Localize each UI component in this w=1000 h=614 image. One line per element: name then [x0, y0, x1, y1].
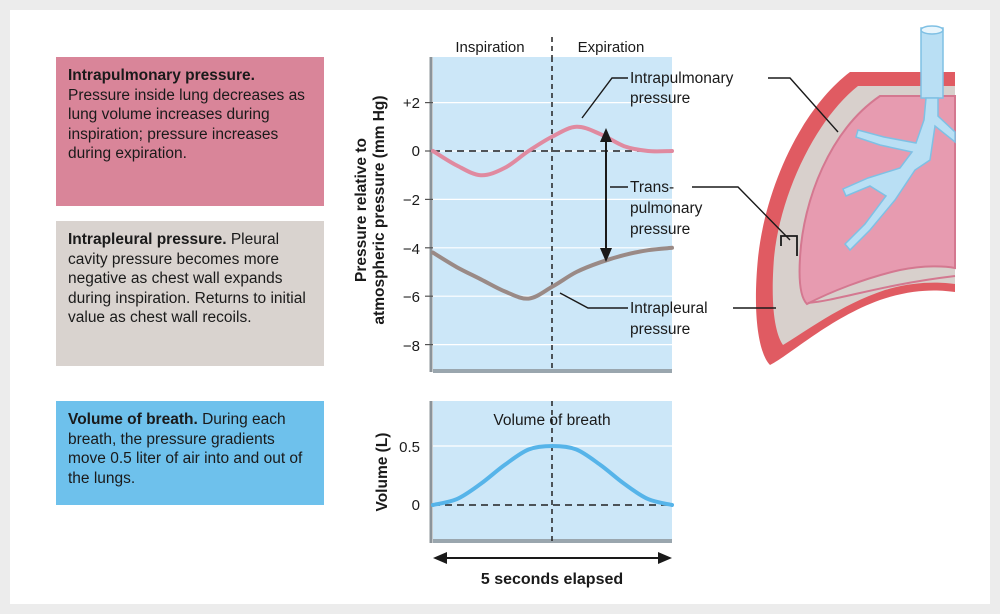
intrapleural-box-title: Intrapleural pressure. — [68, 231, 227, 248]
expiration-label: Expiration — [578, 39, 645, 56]
intrapulmonary-label-line1: Intrapulmonary — [630, 70, 734, 87]
inspiration-label: Inspiration — [455, 39, 524, 56]
intrapleural-label-line1: Intrapleural — [630, 300, 708, 317]
transpulmonary-bracket — [780, 235, 798, 256]
intrapulmonary-box-title: Intrapulmonary pressure. — [68, 67, 255, 84]
volume-chart-title: Volume of breath — [493, 412, 610, 429]
intrapulmonary-label-line2: pressure — [630, 90, 690, 107]
transpulmonary-label-line3: pressure — [630, 221, 690, 238]
bronchial-tree — [842, 97, 956, 252]
time-elapsed-arrow — [433, 552, 672, 564]
trachea — [920, 27, 944, 99]
intrapulmonary-pressure-box: Intrapulmonary pressure. Pressure inside… — [56, 57, 324, 206]
time-elapsed-label: 5 seconds elapsed — [481, 571, 623, 588]
volume-tick-0-5: 0.5 — [399, 439, 420, 456]
pressure-axis-label-line2: atmospheric pressure (mm Hg) — [371, 95, 388, 324]
volume-axis-label: Volume (L) — [374, 433, 391, 512]
trans-lung-leader — [692, 186, 791, 241]
pressure-axis-label-line1: Pressure relative to — [353, 138, 370, 282]
tick-label-0: 0 — [412, 143, 420, 160]
transpulmonary-label-line1: Trans- — [630, 179, 674, 196]
intrapulmonary-leader — [581, 77, 628, 119]
transpulmonary-label-line2: pulmonary — [630, 200, 703, 217]
tick-label-minus2: −2 — [403, 192, 420, 209]
volume-of-breath-line — [431, 443, 674, 507]
lung-illustration — [755, 25, 956, 365]
volume-box-text: During each breath, the pressure gradien… — [68, 411, 303, 487]
intrapleural-pressure-line — [431, 245, 674, 301]
pressure-gridlines — [433, 101, 672, 346]
intrapleural-box-text: Pleural cavity pressure becomes more neg… — [68, 231, 306, 326]
tick-label-plus2: +2 — [403, 95, 420, 112]
pressure-plot-bottom-shadow — [433, 369, 672, 373]
leader-lines — [559, 77, 839, 309]
intrapulmonary-box-text: Pressure inside lung decreases as lung v… — [68, 86, 305, 163]
tick-label-minus4: −4 — [403, 241, 420, 258]
transpulmonary-arrow — [600, 128, 612, 262]
intrapulmonary-pressure-line — [431, 124, 674, 178]
intrapleural-leader — [559, 292, 628, 309]
volume-tick-0: 0 — [412, 497, 420, 514]
intrapleural-label-line2: pressure — [630, 321, 690, 338]
tick-label-minus8: −8 — [403, 338, 420, 355]
tick-label-minus6: −6 — [403, 289, 420, 306]
volume-of-breath-box: Volume of breath. During each breath, th… — [56, 401, 324, 505]
lung-base — [807, 275, 956, 304]
volume-box-title: Volume of breath. — [68, 411, 198, 428]
intrapulmonary-lung-leader — [768, 77, 839, 133]
intrapleural-pressure-box: Intrapleural pressure. Pleural cavity pr… — [56, 221, 324, 366]
trachea-opening — [920, 25, 944, 35]
